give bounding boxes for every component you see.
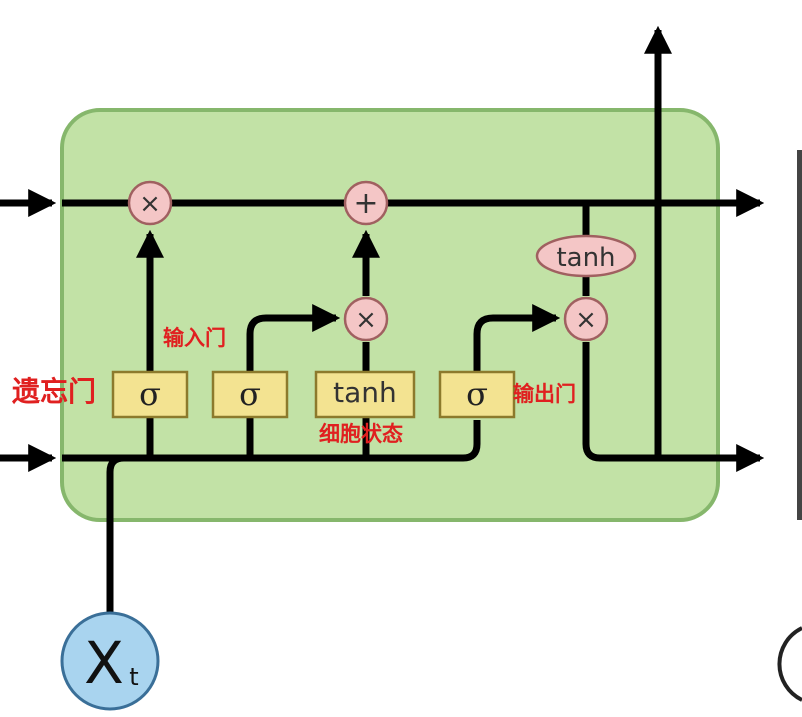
next-input-node-edge xyxy=(777,626,802,702)
cell-tanh-op: tanh xyxy=(535,234,637,278)
input-multiply-op: × xyxy=(343,296,389,342)
input-sigma-arrow xyxy=(246,304,341,372)
output-multiply-op: × xyxy=(563,296,609,342)
xt-input-node: X t xyxy=(60,611,160,711)
multiply-sign: × xyxy=(139,189,161,219)
output-gate-box: σ xyxy=(438,370,516,419)
cell-state-label: 细胞状态 xyxy=(319,422,403,446)
input-gate-box: σ xyxy=(211,370,289,419)
add-sign: + xyxy=(353,186,378,221)
tanh-label: tanh xyxy=(556,243,615,273)
multiply-sign: × xyxy=(575,305,597,335)
forget-multiply-op: × xyxy=(127,180,173,226)
output-gate-label: 输出门 xyxy=(513,382,576,406)
xt-subscript: t xyxy=(129,663,138,691)
output-sigma-arrow xyxy=(473,304,561,372)
forget-gate-box: σ xyxy=(111,370,189,419)
next-cell-edge xyxy=(797,150,802,520)
sigma-label: σ xyxy=(139,375,161,413)
forget-gate-label: 遗忘门 xyxy=(12,375,97,408)
tanh-label: tanh xyxy=(333,376,397,409)
input-gate-label: 输入门 xyxy=(163,326,226,350)
xt-input-line xyxy=(106,454,125,612)
xt-symbol: X xyxy=(84,629,124,697)
hidden-output-line xyxy=(582,342,765,472)
multiply-sign: × xyxy=(355,305,377,335)
sigma-label: σ xyxy=(466,375,488,413)
hidden-input-bus xyxy=(62,420,481,462)
sigma-label: σ xyxy=(239,375,261,413)
add-op: + xyxy=(343,180,389,226)
candidate-tanh-box: tanh xyxy=(314,370,416,419)
